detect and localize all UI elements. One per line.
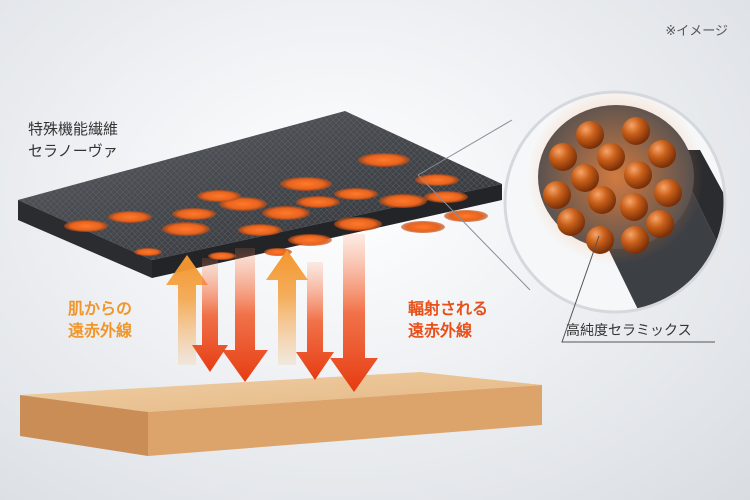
fiber-label-line2: セラノーヴァ bbox=[28, 142, 118, 160]
ceramic-label: 高純度セラミックス bbox=[566, 323, 692, 339]
ceramic-spots bbox=[64, 153, 488, 260]
ceramic-particles bbox=[543, 117, 682, 254]
radiated-ir-label: 輻射される 遠赤外線 bbox=[408, 298, 488, 342]
skin-ir-arrow-1 bbox=[166, 255, 208, 365]
skin-ir-label-line1: 肌からの bbox=[68, 299, 133, 318]
fiber-label: 特殊機能繊維 セラノーヴァ bbox=[28, 118, 118, 162]
skin-base bbox=[20, 372, 542, 456]
image-note: ※イメージ bbox=[665, 24, 728, 39]
fiber-label-line1: 特殊機能繊維 bbox=[28, 120, 119, 138]
radiated-ir-arrows bbox=[192, 234, 378, 392]
magnified-view bbox=[503, 90, 727, 314]
skin-ir-label: 肌からの 遠赤外線 bbox=[68, 298, 132, 342]
zoom-lines bbox=[417, 119, 531, 291]
radiated-ir-label-line1: 輻射される bbox=[408, 299, 489, 318]
skin-ir-arrow-2 bbox=[266, 250, 308, 365]
skin-ir-arrows bbox=[166, 250, 308, 365]
ceramic-leader bbox=[561, 235, 715, 343]
skin-ir-label-line2: 遠赤外線 bbox=[68, 321, 133, 340]
radiated-ir-label-line2: 遠赤外線 bbox=[408, 321, 473, 340]
radiated-ir-arrow-3 bbox=[296, 262, 334, 380]
radiated-ir-arrow-2 bbox=[222, 248, 268, 382]
radiated-ir-arrow-1 bbox=[192, 258, 228, 372]
radiated-ir-arrow-4 bbox=[330, 234, 378, 392]
